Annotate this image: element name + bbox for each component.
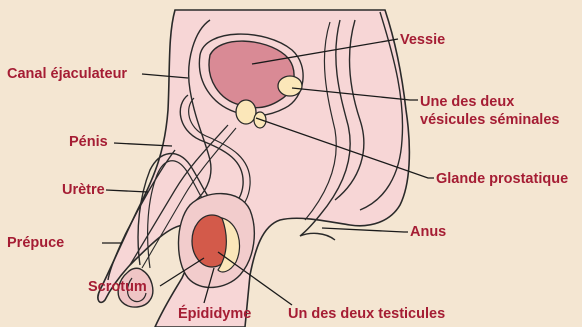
leader-anus <box>322 228 408 232</box>
label-vesicules-line2: vésicules séminales <box>420 112 559 129</box>
leader-uretre <box>106 190 148 192</box>
label-anus: Anus <box>410 224 446 241</box>
label-vesicules-line1: Une des deux <box>420 94 514 111</box>
label-testicule: Un des deux testicules <box>288 306 445 323</box>
label-scrotum: Scrotum <box>88 279 147 296</box>
label-prepuce: Prépuce <box>7 235 64 252</box>
label-epididyme: Épididyme <box>178 306 251 323</box>
label-glande-prostatique: Glande prostatique <box>436 171 568 188</box>
label-uretre: Urètre <box>62 182 105 199</box>
anus-region <box>300 233 335 240</box>
prostate-gland <box>236 100 256 124</box>
label-penis: Pénis <box>69 134 108 151</box>
label-vessie: Vessie <box>400 32 445 49</box>
label-canal-ejaculateur: Canal éjaculateur <box>7 66 127 83</box>
seminal-vesicle <box>278 76 302 96</box>
